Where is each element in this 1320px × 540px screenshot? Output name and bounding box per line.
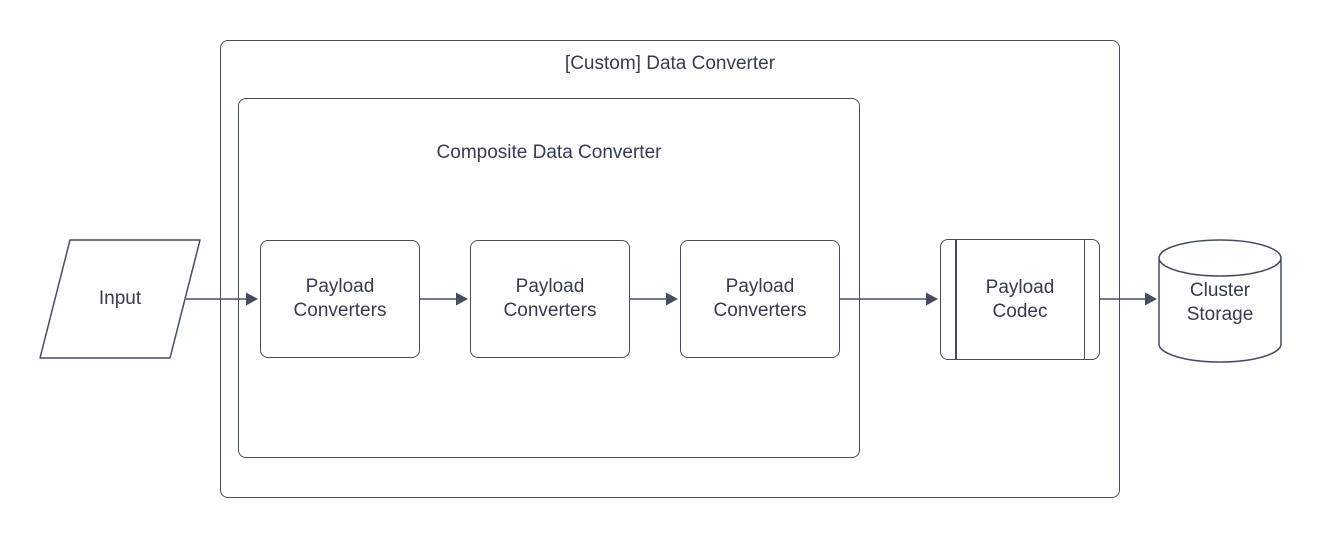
group-composite-data-converter-title: Composite Data Converter (436, 142, 662, 163)
node-payload-converters-3: Payload Converters (680, 240, 840, 358)
group-composite-data-converter: Composite Data Converter (238, 98, 860, 458)
arrowhead-icon (1145, 292, 1157, 306)
codec-right-divider (1083, 240, 1085, 359)
node-payload-converters-1-label: Payload Converters (293, 276, 387, 321)
node-payload-converters-1: Payload Converters (260, 240, 420, 358)
arrowhead-icon (666, 292, 678, 306)
node-payload-codec: Payload Codec (940, 239, 1100, 360)
cluster-storage-cylinder-body (1158, 258, 1282, 363)
group-custom-data-converter-title: [Custom] Data Converter (564, 53, 776, 74)
node-input: Input (40, 240, 200, 358)
node-cluster-storage-label: Cluster Storage (1186, 280, 1254, 325)
arrowhead-icon (926, 292, 938, 306)
group-custom-data-converter: [Custom] Data Converter (220, 40, 1120, 498)
cluster-storage-cylinder-top (1158, 239, 1282, 277)
node-payload-converters-2: Payload Converters (470, 240, 630, 358)
codec-left-divider (955, 240, 957, 359)
arrowhead-icon (456, 292, 468, 306)
node-payload-converters-3-label: Payload Converters (713, 276, 807, 321)
node-payload-codec-label: Payload Codec (985, 276, 1055, 322)
node-input-label: Input (98, 288, 142, 309)
node-payload-converters-2-label: Payload Converters (503, 276, 597, 321)
node-cluster-storage: Cluster Storage (1159, 244, 1281, 362)
arrowhead-icon (246, 292, 258, 306)
input-parallelogram-shape (39, 239, 201, 359)
